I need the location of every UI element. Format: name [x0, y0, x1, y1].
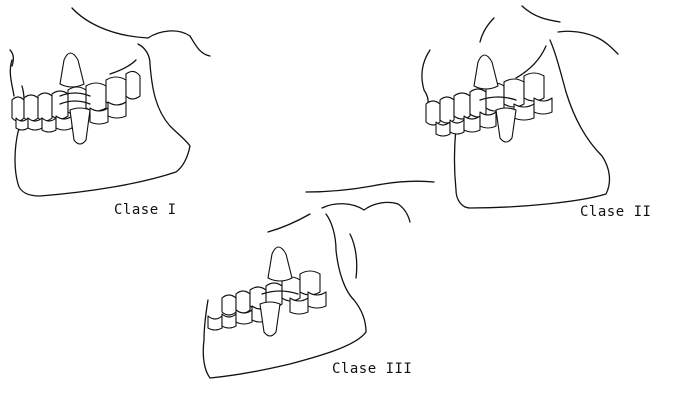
jaw-class-3-teeth	[208, 247, 326, 336]
caption-class-3: Clase III	[332, 361, 412, 377]
caption-class-2: Clase II	[580, 204, 651, 220]
caption-class-1: Clase I	[114, 202, 177, 218]
